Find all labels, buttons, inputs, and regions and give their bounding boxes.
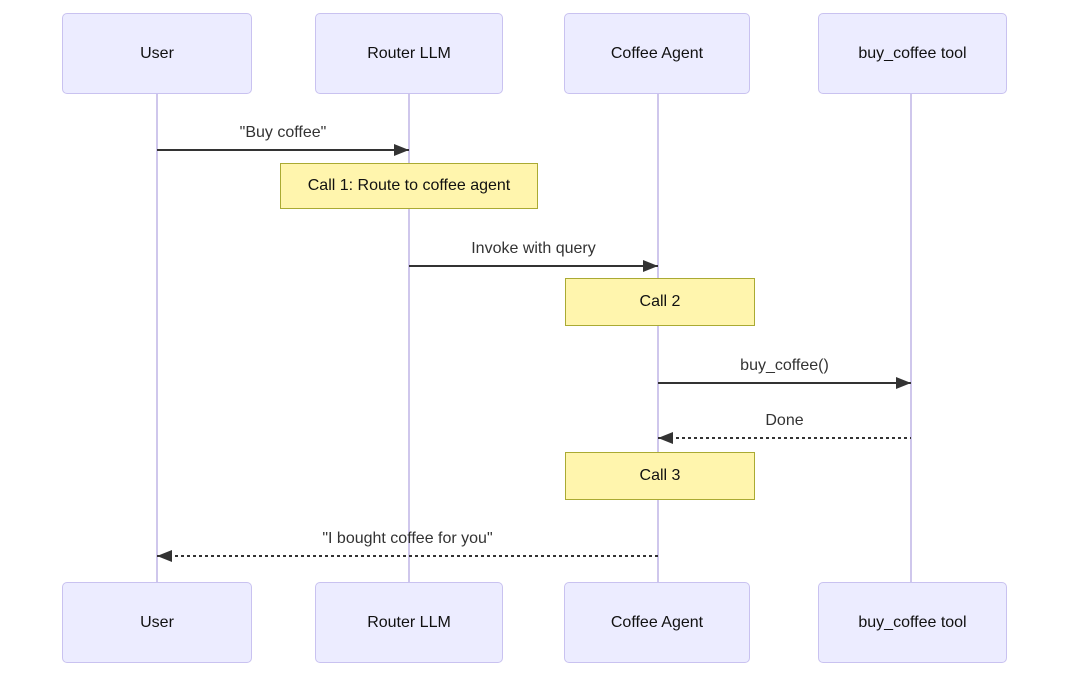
note-call-1: Call 1: Route to coffee agent xyxy=(280,163,538,209)
message-line-done xyxy=(658,437,911,439)
participant-bottom-router-llm: Router LLM xyxy=(315,582,503,663)
participant-bottom-user: User xyxy=(62,582,252,663)
arrowhead-right-icon xyxy=(643,260,658,272)
message-label-invoke-with-query: Invoke with query xyxy=(471,240,596,257)
lifeline-router-llm xyxy=(408,94,410,582)
message-label-buy-coffee-call: buy_coffee() xyxy=(740,357,829,374)
participant-top-router-llm: Router LLM xyxy=(315,13,503,94)
arrowhead-left-icon xyxy=(658,432,673,444)
note-call-3: Call 3 xyxy=(565,452,755,500)
arrowhead-right-icon xyxy=(394,144,409,156)
participant-top-buy-coffee-tool: buy_coffee tool xyxy=(818,13,1007,94)
lifeline-user xyxy=(156,94,158,582)
lifeline-coffee-agent xyxy=(657,94,659,582)
participant-top-coffee-agent: Coffee Agent xyxy=(564,13,750,94)
message-label-bought-coffee: "I bought coffee for you" xyxy=(322,530,493,547)
arrowhead-right-icon xyxy=(896,377,911,389)
participant-bottom-coffee-agent: Coffee Agent xyxy=(564,582,750,663)
participant-top-user: User xyxy=(62,13,252,94)
note-call-2: Call 2 xyxy=(565,278,755,326)
message-line-buy-coffee xyxy=(157,149,409,151)
message-label-buy-coffee: "Buy coffee" xyxy=(239,124,327,141)
message-line-invoke-with-query xyxy=(409,265,658,267)
participant-bottom-buy-coffee-tool: buy_coffee tool xyxy=(818,582,1007,663)
message-line-buy-coffee-call xyxy=(658,382,911,384)
lifeline-buy-coffee-tool xyxy=(910,94,912,582)
arrowhead-left-icon xyxy=(157,550,172,562)
message-label-done: Done xyxy=(765,412,804,429)
message-line-bought-coffee xyxy=(157,555,658,557)
